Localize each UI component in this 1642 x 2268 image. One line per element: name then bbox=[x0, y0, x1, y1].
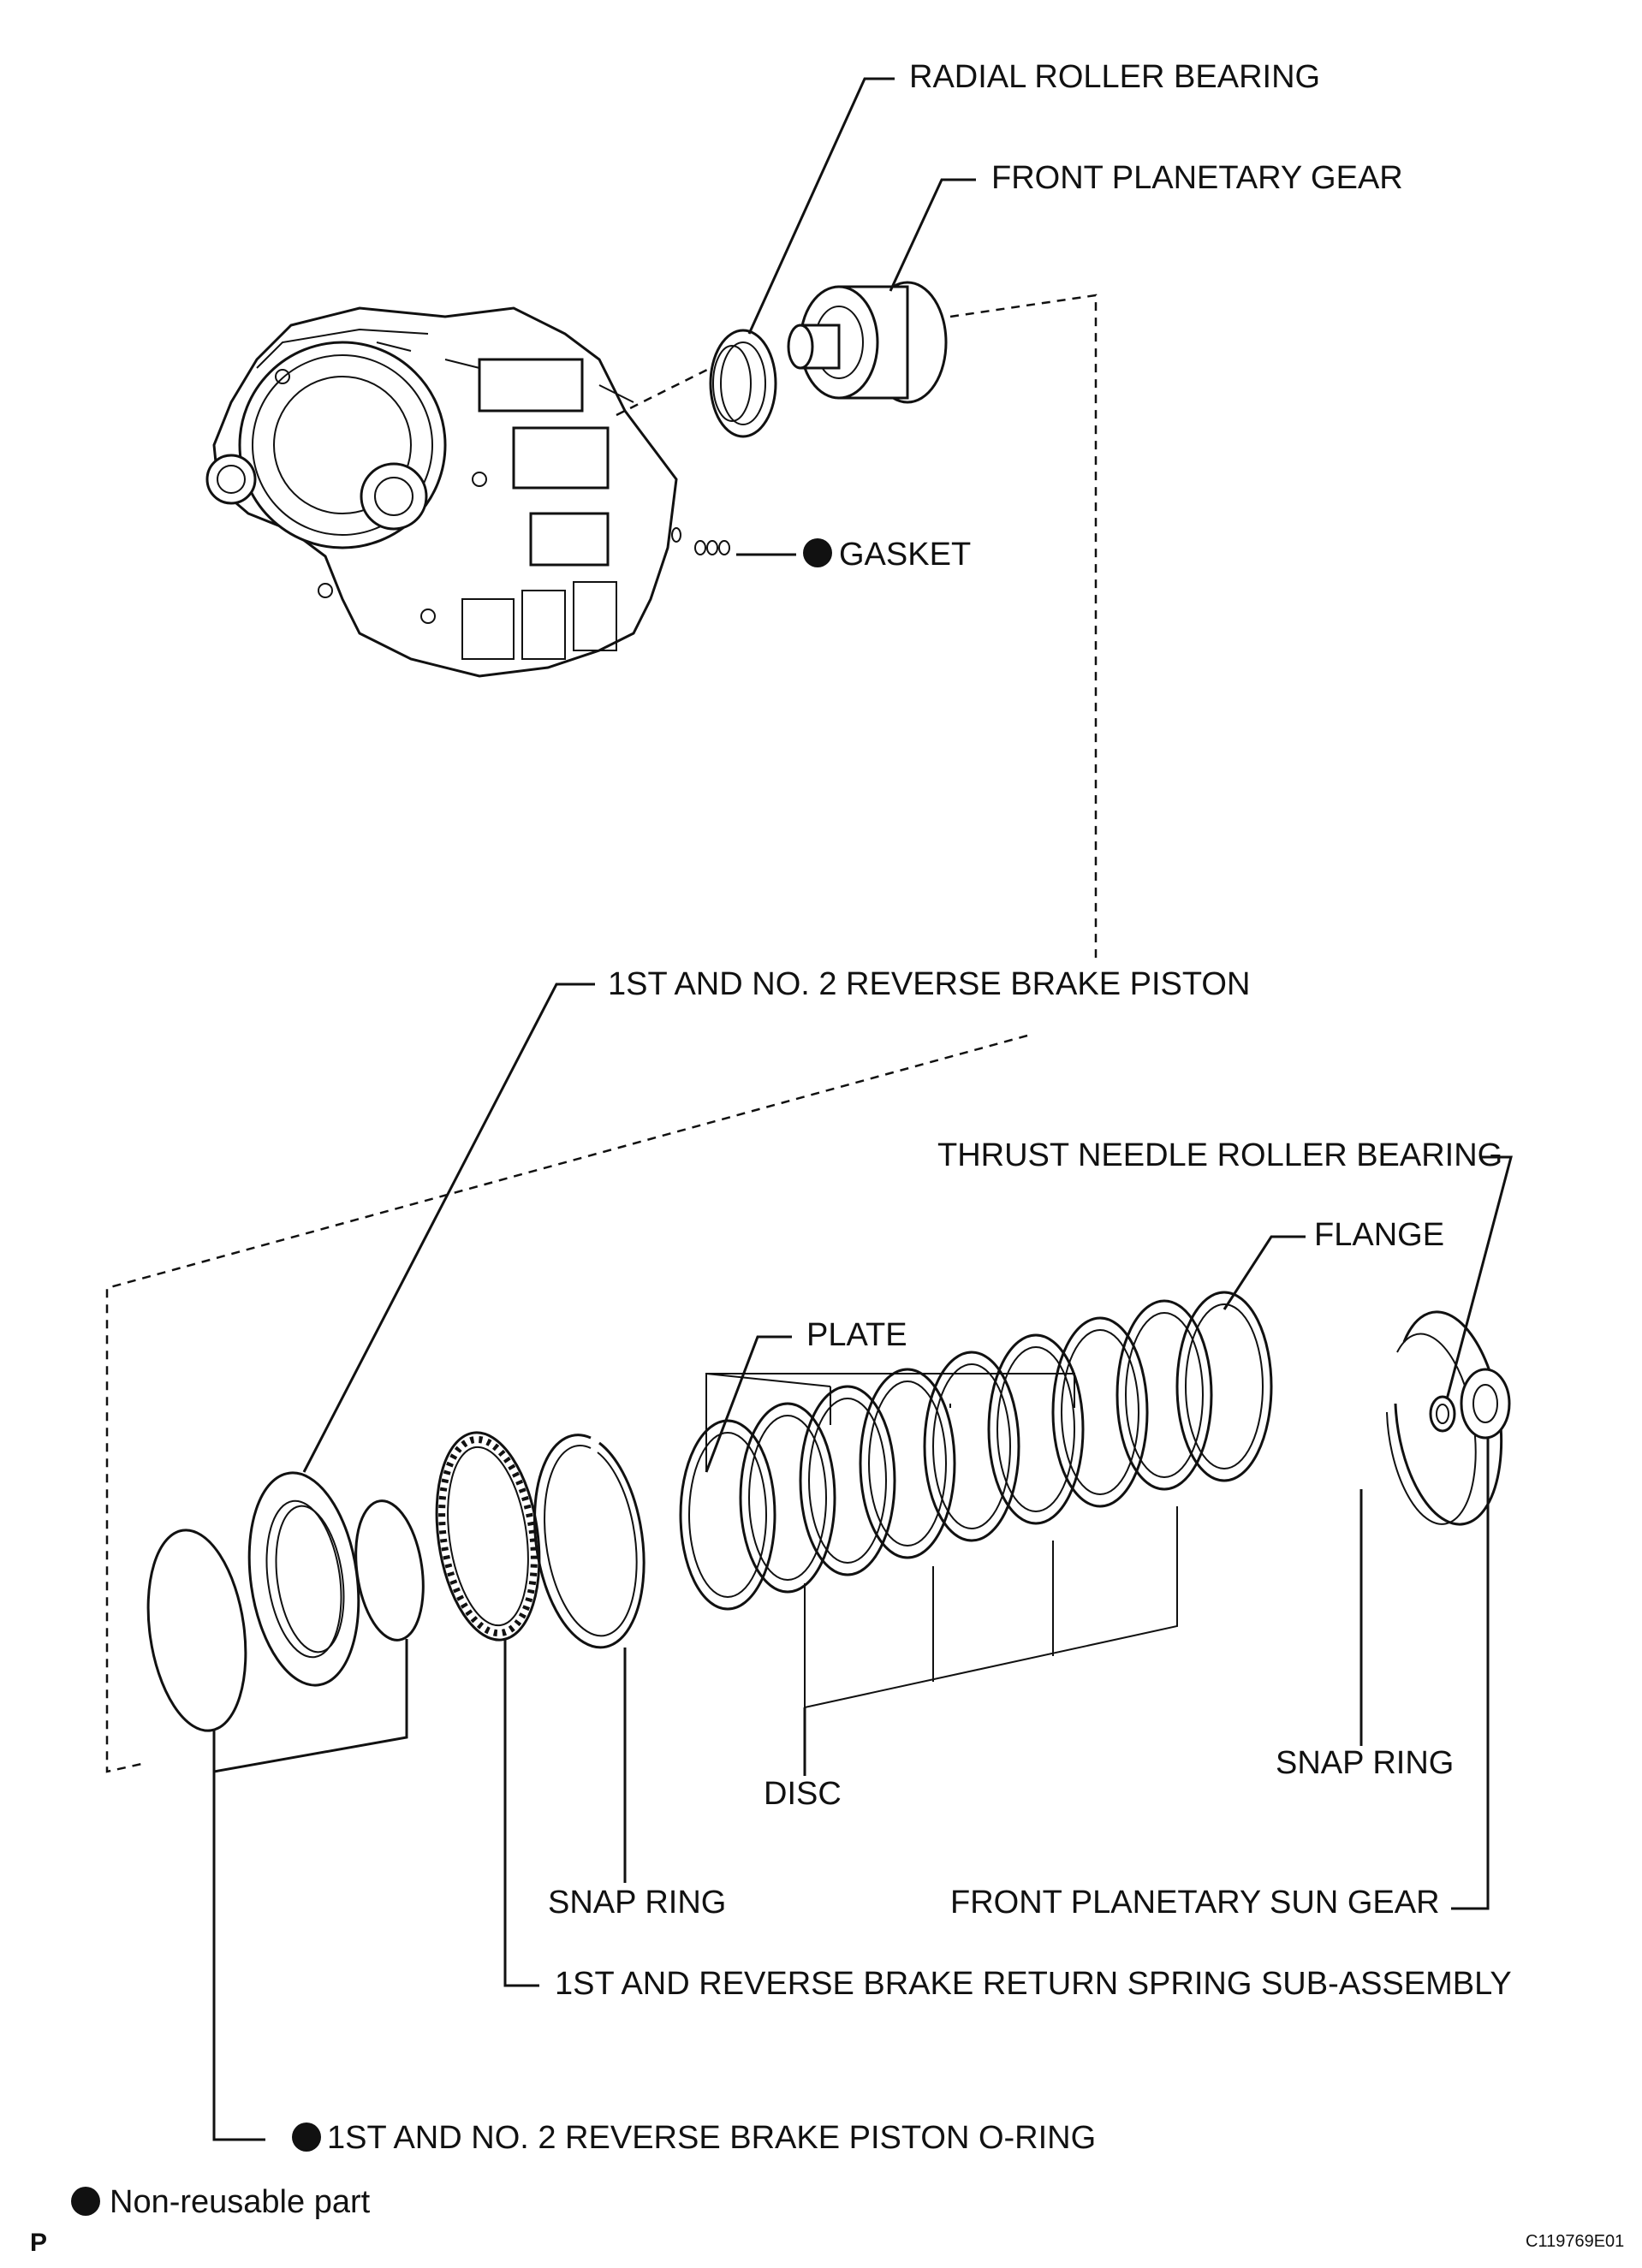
non-reusable-legend-icon bbox=[71, 2187, 100, 2216]
leader-line bbox=[212, 1639, 408, 2141]
plate-bracket bbox=[705, 1373, 1075, 1472]
label-front-planetary-sun-gear: FRONT PLANETARY SUN GEAR bbox=[950, 1885, 1440, 1921]
leader-line bbox=[302, 983, 595, 1473]
front-planetary-gear bbox=[787, 281, 948, 404]
label-snap-ring-right: SNAP RING bbox=[1276, 1745, 1454, 1781]
disc-bracket bbox=[804, 1506, 1178, 1709]
clutch-plates-and-discs bbox=[679, 1291, 1273, 1611]
transaxle-case-illustration bbox=[205, 306, 678, 678]
assembly-axis-line bbox=[616, 366, 711, 417]
assembly-axis-line bbox=[949, 294, 1098, 959]
label-snap-ring-left: SNAP RING bbox=[548, 1885, 726, 1921]
non-reusable-icon bbox=[292, 2123, 321, 2152]
front-planetary-sun-gear bbox=[1460, 1368, 1511, 1440]
label-disc: DISC bbox=[764, 1776, 842, 1812]
leader-line bbox=[889, 178, 976, 292]
thrust-needle-roller-bearing bbox=[1429, 1395, 1456, 1433]
label-piston-o-ring: 1ST AND NO. 2 REVERSE BRAKE PISTON O-RIN… bbox=[327, 2120, 1096, 2156]
return-spring-sub-assembly bbox=[435, 1431, 541, 1642]
leader-line bbox=[705, 1335, 792, 1473]
piston-o-ring-large bbox=[146, 1529, 247, 1732]
figure-code: C119769E01 bbox=[1526, 2232, 1624, 2251]
label-radial-roller-bearing: RADIAL ROLLER BEARING bbox=[909, 59, 1320, 95]
non-reusable-icon bbox=[803, 538, 832, 567]
brake-piston bbox=[247, 1471, 360, 1687]
leader-line bbox=[503, 1639, 539, 1987]
page-letter: P bbox=[30, 2229, 47, 2257]
label-thrust-needle-roller-bearing: THRUST NEEDLE ROLLER BEARING bbox=[937, 1137, 1502, 1173]
label-front-planetary-gear: FRONT PLANETARY GEAR bbox=[991, 160, 1403, 196]
leader-line bbox=[1445, 1155, 1513, 1400]
radial-roller-bearing bbox=[709, 329, 777, 438]
legend-non-reusable: Non-reusable part bbox=[110, 2184, 371, 2220]
label-plate: PLATE bbox=[806, 1317, 907, 1353]
snap-ring-right bbox=[1386, 1310, 1503, 1526]
leader-line bbox=[1451, 1438, 1490, 1910]
leader-line bbox=[1223, 1235, 1306, 1310]
piston-o-ring-small bbox=[354, 1499, 425, 1642]
label-gasket: GASKET bbox=[839, 537, 971, 573]
gasket-set bbox=[671, 527, 730, 555]
snap-ring-left bbox=[533, 1434, 645, 1649]
leader-line bbox=[747, 77, 895, 335]
label-return-spring: 1ST AND REVERSE BRAKE RETURN SPRING SUB-… bbox=[555, 1966, 1512, 2002]
label-flange: FLANGE bbox=[1314, 1217, 1444, 1253]
label-brake-piston: 1ST AND NO. 2 REVERSE BRAKE PISTON bbox=[608, 966, 1250, 1002]
